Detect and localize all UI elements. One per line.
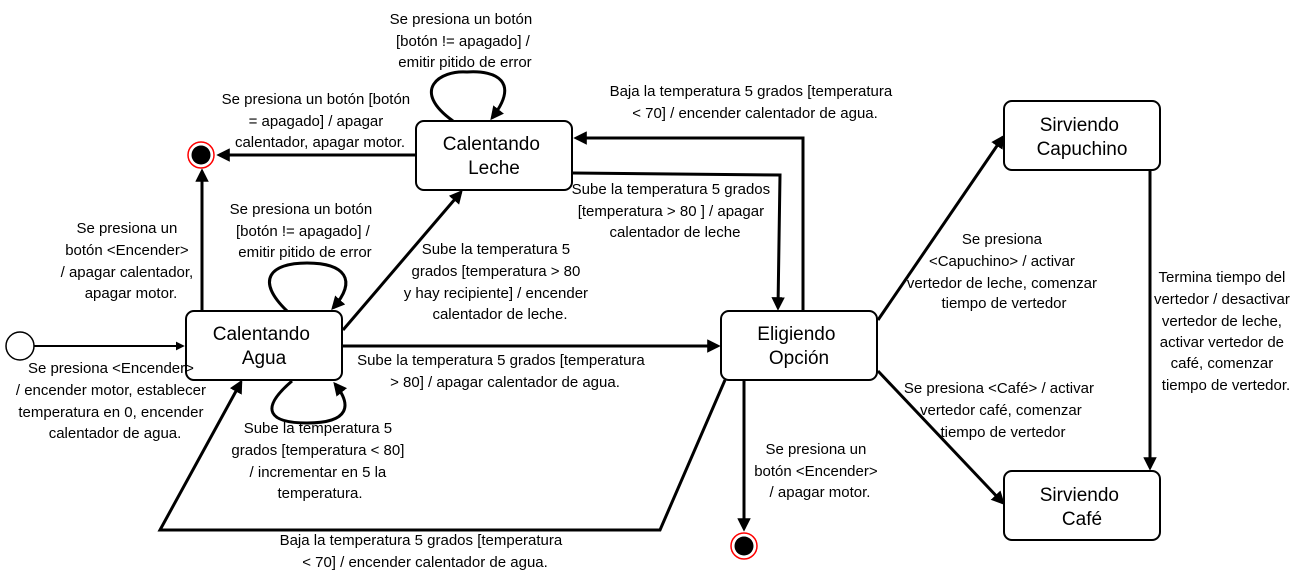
label-agua-to-opcion: Sube la temperatura 5 grados [temperatur… (357, 352, 649, 391)
edge-opcion-to-leche (573, 131, 805, 310)
state-eligiendo-opcion[interactable]: Eligiendo Opción (720, 310, 878, 381)
edge-opcion-to-capuchino (876, 134, 1005, 321)
state-sirviendo-capuchino-label: Sirviendo Capuchino (1037, 115, 1128, 160)
label-opcion-to-capuchino: Se presiona <Capuchino> / activar verted… (907, 231, 1101, 312)
label-opcion-to-final: Se presiona un botón <Encender> / apagar… (754, 441, 882, 501)
label-opcion-to-agua: Baja la temperatura 5 grados [temperatur… (280, 532, 567, 571)
edge-agua-self-loop-top (268, 261, 348, 313)
label-leche-self-error: Se presiona un botón [botón != apagado] … (390, 11, 537, 71)
state-sirviendo-cafe-label: Sirviendo Café (1040, 485, 1125, 530)
edge-opcion-to-cafe (876, 369, 1005, 505)
label-leche-to-final: Se presiona un botón [botón = apagado] /… (222, 91, 415, 151)
state-calentando-agua-label: Calentando Agua (213, 324, 315, 369)
label-capuchino-to-cafe: Termina tiempo del vertedor / desactivar… (1154, 269, 1294, 394)
initial-state (5, 331, 35, 361)
label-agua-to-leche: Sube la temperatura 5 grados [temperatur… (404, 241, 592, 323)
label-agua-self-error: Se presiona un botón [botón != apagado] … (230, 201, 377, 261)
label-agua-self-heat: Sube la temperatura 5 grados [temperatur… (231, 420, 408, 502)
label-agua-to-final: Se presiona un botón <Encender> / apagar… (61, 220, 198, 302)
final-state-bottom (730, 532, 758, 560)
edge-leche-self-loop (429, 70, 506, 123)
edge-leche-to-opcion (572, 171, 785, 311)
state-calentando-leche-label: Calentando Leche (443, 134, 545, 179)
edge-agua-to-leche (341, 189, 463, 331)
label-initial-to-agua: Se presiona <Encender> / encender motor,… (16, 360, 210, 442)
label-opcion-to-leche: Baja la temperatura 5 grados [temperatur… (610, 83, 897, 122)
final-state-left (187, 141, 215, 169)
state-calentando-agua[interactable]: Calentando Agua (185, 310, 343, 381)
edge-agua-self-loop-bottom (270, 379, 348, 425)
state-sirviendo-cafe[interactable]: Sirviendo Café (1003, 470, 1161, 541)
edge-opcion-to-agua (157, 379, 727, 532)
label-leche-to-opcion: Sube la temperatura 5 grados [temperatur… (572, 181, 775, 241)
state-eligiendo-opcion-label: Eligiendo Opción (757, 324, 840, 369)
label-opcion-to-cafe: Se presiona <Café> / activar vertedor ca… (904, 380, 1098, 441)
state-sirviendo-capuchino[interactable]: Sirviendo Capuchino (1003, 100, 1161, 171)
state-calentando-leche[interactable]: Calentando Leche (415, 120, 573, 191)
